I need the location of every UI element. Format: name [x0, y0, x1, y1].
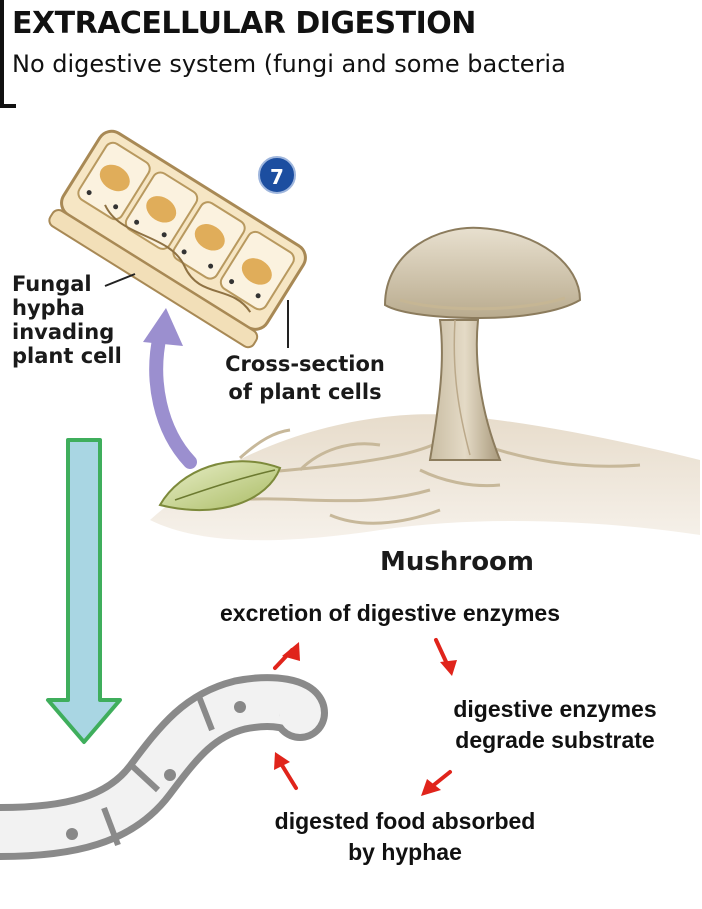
degrade-label: digestive enzymes degrade substrate — [420, 694, 690, 756]
title-rule-bottom — [0, 104, 16, 108]
title-rule — [0, 0, 4, 108]
plant-cells-illustration — [48, 129, 307, 349]
soil-ground — [150, 414, 700, 541]
cross-label-line: of plant cells — [228, 380, 382, 404]
cross-label-line: Cross-section — [225, 352, 385, 376]
cycle-arrows — [273, 638, 457, 796]
mushroom-illustration — [383, 226, 582, 461]
mushroom-label: Mushroom — [380, 547, 535, 577]
nucleus — [234, 701, 246, 713]
absorb-label-line: by hyphae — [348, 839, 462, 865]
curved-arrow — [149, 328, 197, 469]
curved-arrow-head — [143, 308, 183, 346]
step-badge: 7 — [258, 156, 296, 194]
fungal-hypha-label: Fungal hypha invading plant cell — [12, 272, 162, 368]
hypha-tube — [0, 674, 328, 860]
cross-section-label: Cross-section of plant cells — [205, 350, 405, 406]
degrade-label-line: digestive enzymes — [453, 696, 657, 722]
nucleus — [164, 769, 176, 781]
nucleus — [66, 828, 78, 840]
page-title: EXTRACELLULAR DIGESTION — [12, 6, 476, 41]
fungal-label-line: hypha — [12, 296, 85, 320]
fungal-label-line: plant cell — [12, 344, 122, 368]
excretion-label: excretion of digestive enzymes — [219, 600, 560, 626]
fungal-label-line: Fungal — [12, 272, 92, 296]
absorb-label: digested food absorbed by hyphae — [255, 806, 555, 868]
page-subtitle: No digestive system (fungi and some bact… — [12, 50, 566, 78]
down-arrow — [46, 438, 122, 744]
fungal-label-line: invading — [12, 320, 115, 344]
absorb-label-line: digested food absorbed — [274, 808, 536, 834]
degrade-label-line: degrade substrate — [455, 727, 655, 753]
